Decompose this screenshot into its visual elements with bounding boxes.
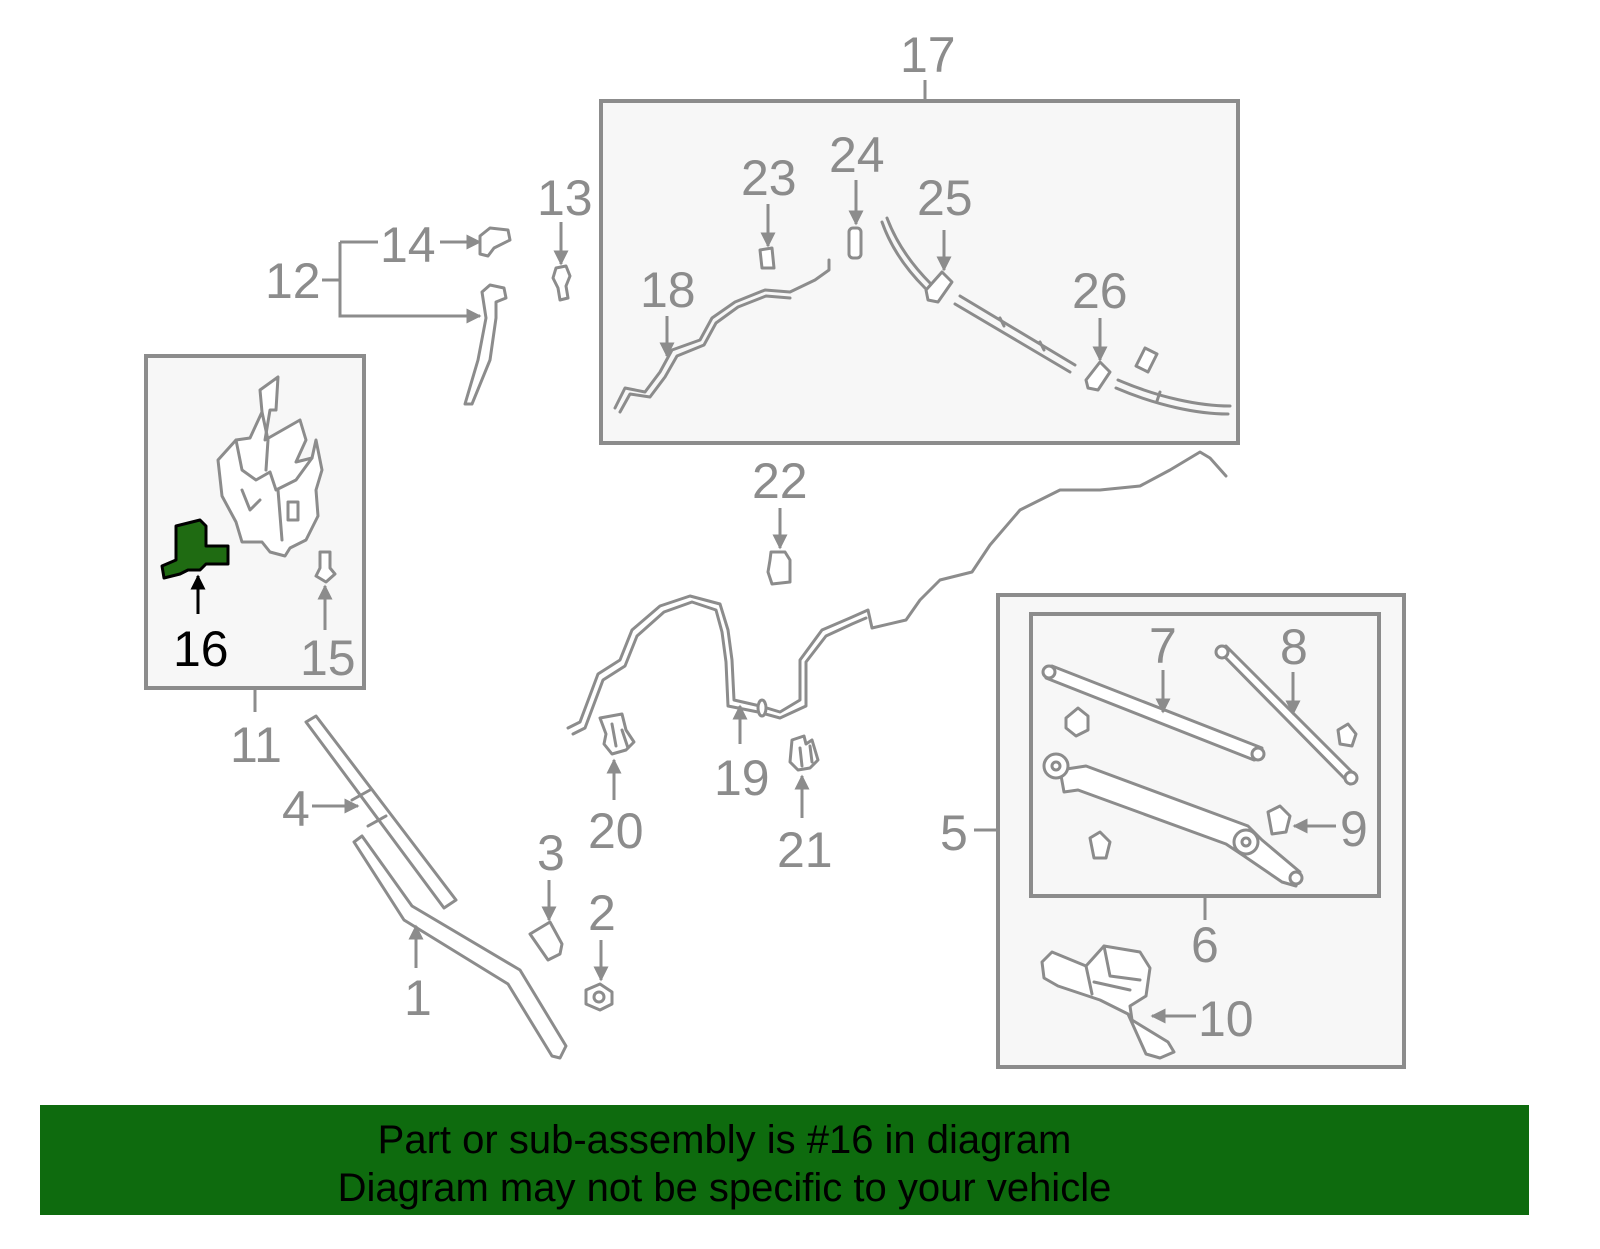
part-2-group: 2	[584, 885, 616, 1012]
part-linkage-frame	[1058, 764, 1302, 888]
part-21-group: 21	[777, 734, 833, 878]
callout-14[interactable]: 14	[380, 217, 436, 273]
callout-25[interactable]: 25	[917, 170, 973, 226]
part-21-clip[interactable]	[788, 734, 820, 772]
part-19-washer-hose[interactable]	[566, 450, 1228, 730]
part-3-group: 3	[528, 825, 565, 962]
callout-26[interactable]: 26	[1072, 263, 1128, 319]
part-18-hose[interactable]	[613, 258, 831, 410]
callout-18[interactable]: 18	[640, 262, 696, 318]
box-5-group: 5 6 7 8 9 10	[940, 593, 1406, 1069]
callout-15[interactable]: 15	[300, 630, 356, 686]
callout-5[interactable]: 5	[940, 805, 968, 861]
part-23-clip[interactable]	[758, 246, 776, 270]
callout-20[interactable]: 20	[588, 803, 644, 859]
callout-23[interactable]: 23	[741, 150, 797, 206]
part-16-washer-pump[interactable]	[160, 518, 230, 580]
part-3-cap[interactable]	[528, 920, 564, 962]
banner-line-part: Part or sub-assembly is #16 in diagram	[377, 1118, 1072, 1162]
callout-16[interactable]: 16	[173, 621, 229, 677]
info-banner: Part or sub-assembly is #16 in diagram D…	[40, 1105, 1529, 1215]
part-11-reservoir[interactable]	[216, 375, 324, 558]
callout-17[interactable]: 17	[900, 27, 956, 83]
part-2-nut[interactable]	[584, 982, 614, 1012]
part-14-cap[interactable]	[478, 226, 512, 258]
callout-22[interactable]: 22	[752, 453, 808, 509]
part-9-bushing[interactable]	[1266, 804, 1292, 836]
callout-12[interactable]: 12	[265, 253, 321, 309]
part-12-filler-neck[interactable]	[463, 283, 508, 406]
callout-2[interactable]: 2	[588, 885, 616, 941]
callout-1[interactable]: 1	[404, 970, 432, 1026]
filler-neck-group: 12 14 13	[265, 170, 593, 406]
callout-21[interactable]: 21	[777, 822, 833, 878]
callout-13[interactable]: 13	[537, 170, 593, 226]
part-15-bolt[interactable]	[314, 550, 337, 584]
washer-nozzle-rail	[880, 216, 933, 290]
box-17-group: 17 18 23 24 25 26	[599, 27, 1240, 445]
part-25-nozzle[interactable]	[924, 270, 954, 304]
part-13-clip[interactable]	[551, 264, 572, 302]
callout-3[interactable]: 3	[537, 825, 565, 881]
part-22-group: 22	[752, 453, 808, 586]
callout-11[interactable]: 11	[230, 717, 282, 773]
box-11-group: 11 15 16	[144, 354, 366, 773]
callout-7[interactable]: 7	[1149, 618, 1177, 674]
callout-8[interactable]: 8	[1280, 619, 1308, 675]
part-1-wiper-arm[interactable]	[352, 834, 568, 1060]
callout-6[interactable]: 6	[1191, 917, 1219, 973]
part-20-group: 20	[588, 712, 644, 859]
part-22-check-valve[interactable]	[766, 550, 792, 586]
part-10-wiper-motor[interactable]	[1040, 944, 1176, 1060]
banner-line-disclaimer: Diagram may not be specific to your vehi…	[337, 1166, 1112, 1210]
part-26-nozzle[interactable]	[1084, 360, 1112, 392]
callout-19[interactable]: 19	[714, 750, 770, 806]
part-4-wiper-blade[interactable]	[304, 714, 458, 910]
callout-9[interactable]: 9	[1340, 801, 1368, 857]
callout-10[interactable]: 10	[1198, 991, 1254, 1047]
callout-4[interactable]: 4	[282, 781, 310, 837]
hose-19-group: 19	[566, 450, 1228, 806]
part-24-joint[interactable]	[847, 226, 863, 260]
wiper-arm-group: 4 1	[282, 714, 568, 1060]
callout-24[interactable]: 24	[829, 127, 885, 183]
